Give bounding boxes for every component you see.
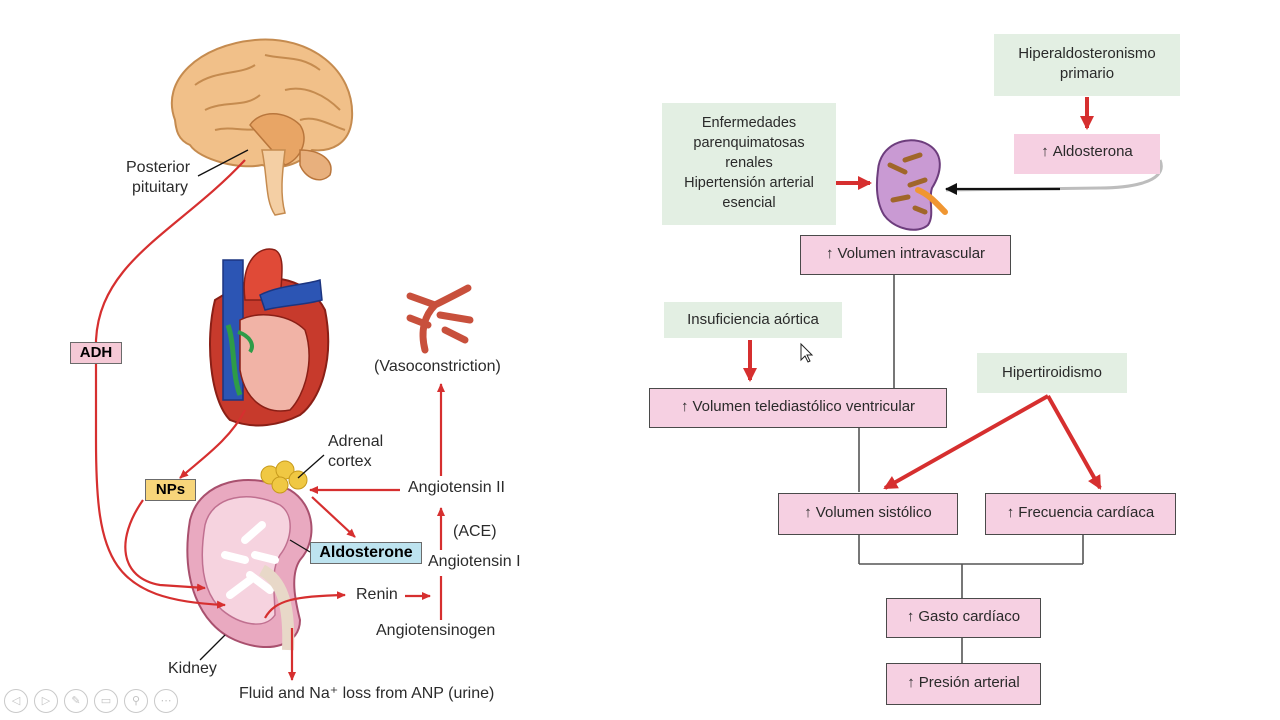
hipertiroidismo-box: Hipertiroidismo [977, 353, 1127, 393]
angiotensin-ii-label: Angiotensin II [408, 479, 505, 496]
up-arrow-icon: ↑ [1041, 143, 1049, 160]
left-leader-lines [197, 149, 325, 661]
angiotensin-i-label: Angiotensin I [428, 553, 521, 570]
pen-icon[interactable]: ✎ [64, 689, 88, 713]
next-icon[interactable]: ▷ [34, 689, 58, 713]
gasto-cardiaco-box: ↑Gasto cardíaco [886, 598, 1041, 638]
aldosterona-box: ↑Aldosterona [1014, 134, 1160, 174]
mouse-cursor-icon [800, 342, 814, 363]
adrenal-cortex-label: Adrenal cortex [328, 433, 384, 470]
volumen-telediastolico-box: ↑Volumen telediastólico ventricular [649, 388, 947, 428]
nps-tag: NPs [145, 479, 196, 501]
kidney-label: Kidney [168, 660, 217, 677]
aldosterone-tag: Aldosterone [310, 542, 422, 564]
up-arrow-icon: ↑ [1006, 504, 1015, 521]
adh-tag: ADH [70, 342, 122, 364]
renin-label: Renin [356, 586, 398, 603]
vasoconstriction-label: (Vasoconstriction) [374, 358, 501, 375]
fluid-loss-label: Fluid and Na⁺ loss from ANP (urine) [239, 685, 495, 702]
slides-icon[interactable]: ▭ [94, 689, 118, 713]
up-arrow-icon: ↑ [907, 674, 915, 691]
enfermedades-box: Enfermedades parenquimatosas renales Hip… [662, 103, 836, 225]
kidney-small-illustration [875, 139, 948, 231]
presentation-toolbar: ◁ ▷ ✎ ▭ ⚲ ⋯ [4, 689, 178, 713]
more-icon[interactable]: ⋯ [154, 689, 178, 713]
prev-icon[interactable]: ◁ [4, 689, 28, 713]
right-red-arrows [743, 97, 1102, 490]
left-arrows [94, 159, 445, 681]
up-arrow-icon: ↑ [804, 504, 812, 521]
brain-illustration [170, 38, 354, 216]
up-arrow-icon: ↑ [825, 245, 834, 262]
ace-label: (ACE) [453, 523, 497, 540]
angiotensinogen-label: Angiotensinogen [376, 622, 496, 639]
kidney-illustration [186, 460, 313, 651]
right-connectors [858, 275, 1084, 663]
blood-vessel-illustration [406, 284, 474, 354]
insuficiencia-aortica-box: Insuficiencia aórtica [664, 302, 842, 338]
volumen-intravascular-box: ↑Volumen intravascular [800, 235, 1011, 275]
posterior-pituitary-label: Posterior pituitary [126, 159, 191, 196]
hiperaldosteronismo-box: Hiperaldosteronismo primario [994, 34, 1180, 96]
aldosterona-curve [945, 159, 1163, 192]
volumen-sistolico-box: ↑Volumen sistólico [778, 493, 958, 535]
up-arrow-icon: ↑ [680, 398, 689, 415]
presion-arterial-box: ↑Presión arterial [886, 663, 1041, 705]
up-arrow-icon: ↑ [906, 608, 915, 625]
frecuencia-cardiaca-box: ↑Frecuencia cardíaca [985, 493, 1176, 535]
zoom-icon[interactable]: ⚲ [124, 689, 148, 713]
heart-illustration [209, 248, 330, 427]
